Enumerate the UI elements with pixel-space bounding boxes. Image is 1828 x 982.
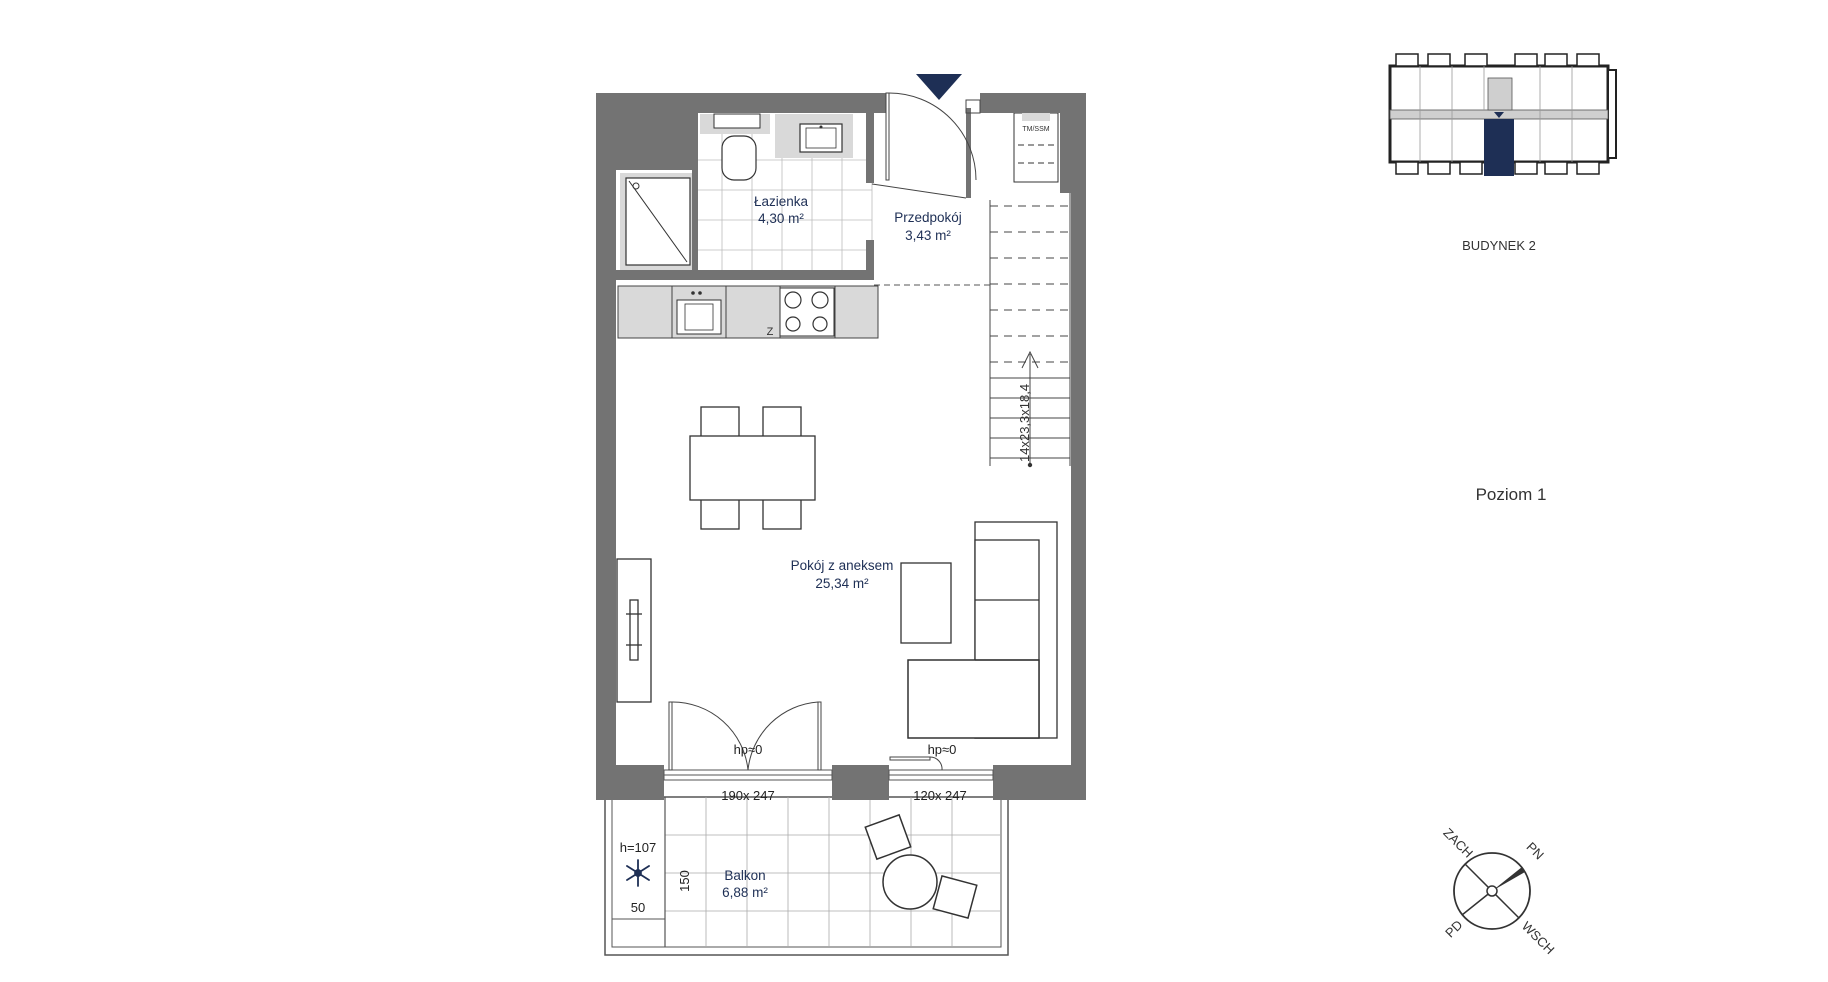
- window-right-size: 120x 247: [913, 788, 967, 803]
- balcony-ac-width: 50: [631, 900, 645, 915]
- balcony-chair: [864, 813, 912, 861]
- compass-icon: [1453, 852, 1531, 930]
- dining-table: [689, 435, 816, 501]
- balcony-door-swing: [668, 701, 943, 771]
- entrance-arrow-icon: [916, 74, 962, 100]
- room-name-balcony: Balkon: [724, 868, 765, 883]
- walls: [596, 93, 1086, 800]
- coffee-table: [900, 562, 952, 644]
- building-key-plan: [1388, 53, 1617, 176]
- window-right: [888, 769, 994, 781]
- balcony-chair: [932, 875, 978, 919]
- balcony-ac-depth: 150: [677, 870, 692, 892]
- appliance-tag: TM/SSM: [1022, 126, 1049, 133]
- room-name-hall: Przedpokój: [894, 210, 962, 225]
- tv-cabinet: [616, 558, 652, 703]
- balustrade-height: h=107: [620, 840, 657, 855]
- compass-south: PD: [1442, 917, 1465, 940]
- window-left: [663, 769, 833, 781]
- threshold-left: hp≈0: [734, 742, 763, 757]
- level-label: Poziom 1: [1476, 485, 1547, 504]
- balcony-table: [882, 854, 938, 910]
- compass-east: WSCH: [1519, 918, 1558, 957]
- apartment-highlight: [1484, 119, 1514, 176]
- room-area-living: 25,34 m²: [815, 576, 869, 591]
- building-label: BUDYNEK 2: [1462, 238, 1536, 253]
- room-name-living: Pokój z aneksem: [791, 558, 894, 573]
- dining-set: [689, 406, 816, 530]
- balcony: [604, 796, 1009, 956]
- compass-west: ZACH: [1440, 825, 1476, 861]
- snowflake-icon: [626, 859, 650, 887]
- compass-north: PN: [1523, 839, 1546, 862]
- room-area-hall: 3,43 m²: [905, 228, 951, 243]
- window-left-size: 190x 247: [721, 788, 775, 803]
- hob: [779, 287, 835, 337]
- stairs-dimension: 14x23,3x18,4: [1017, 384, 1032, 462]
- sofa: [907, 521, 1058, 739]
- partitions: [616, 108, 1071, 280]
- kitchen-letter: Z: [767, 326, 774, 338]
- washing-machine: [1013, 112, 1059, 183]
- kitchen-counter: [617, 285, 879, 339]
- threshold-right: hp≈0: [928, 742, 957, 757]
- room-area-balcony: 6,88 m²: [722, 885, 768, 900]
- room-area-bathroom: 4,30 m²: [758, 211, 804, 226]
- entrance-door: [871, 92, 981, 199]
- room-name-bathroom: Łazienka: [754, 194, 809, 209]
